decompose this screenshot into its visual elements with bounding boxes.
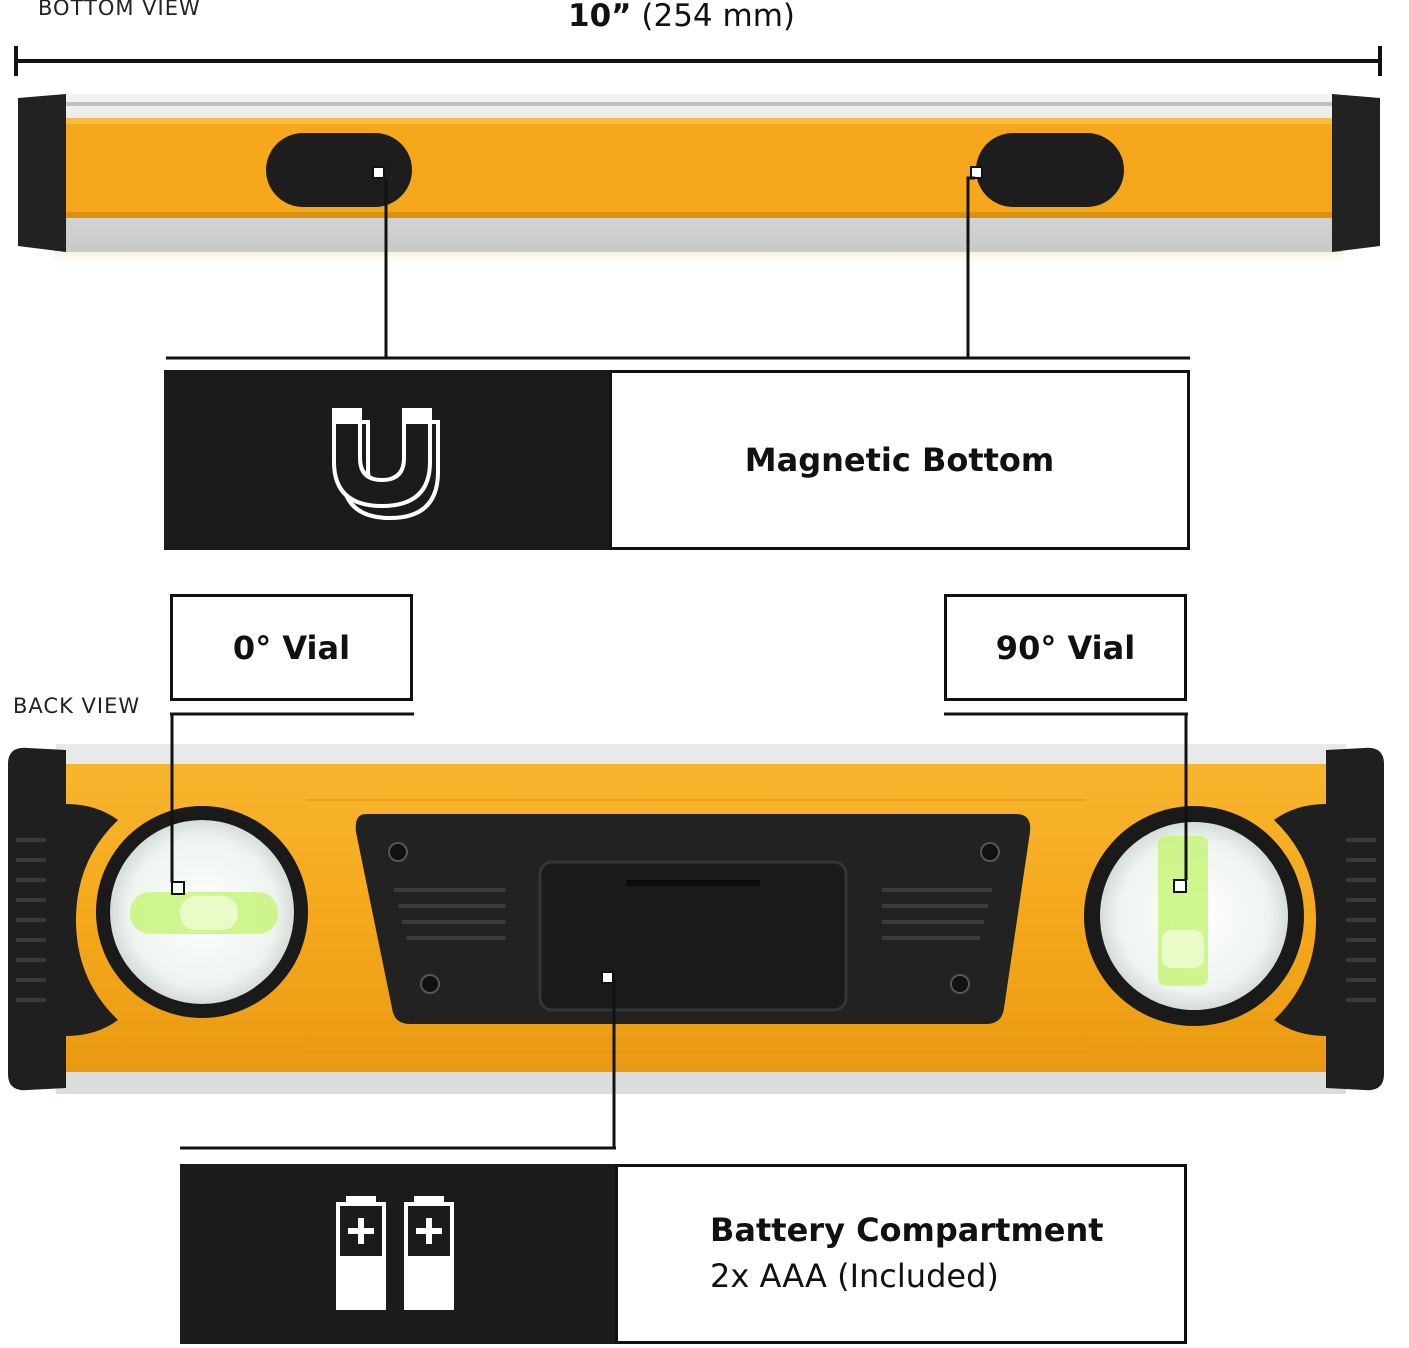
back-view-label: BACK VIEW bbox=[13, 694, 141, 718]
vial-90-box: 90° Vial bbox=[944, 594, 1187, 701]
magnet-icon-panel bbox=[164, 370, 612, 550]
battery-label-box: Battery Compartment 2x AAA (Included) bbox=[615, 1164, 1187, 1344]
battery-icon bbox=[334, 1196, 464, 1312]
level-bottom-view bbox=[14, 88, 1384, 268]
dimension-imperial: 10” bbox=[568, 0, 632, 34]
magnetic-bottom-label-box: Magnetic Bottom bbox=[609, 370, 1190, 550]
bottom-view-label: BOTTOM VIEW bbox=[38, 0, 201, 20]
vial-0-title: 0° Vial bbox=[232, 628, 351, 667]
dimension-line bbox=[14, 44, 1384, 78]
battery-title: Battery Compartment bbox=[710, 1211, 1104, 1249]
battery-subtitle: 2x AAA (Included) bbox=[710, 1257, 999, 1295]
magnet-leader-lines bbox=[160, 170, 1200, 370]
battery-icon-panel bbox=[180, 1164, 618, 1344]
dimension-label: 10” (254 mm) bbox=[568, 0, 795, 34]
vial-leader-lines bbox=[160, 700, 1200, 1160]
level-back-view bbox=[6, 740, 1386, 1110]
magnetic-bottom-title: Magnetic Bottom bbox=[744, 441, 1055, 479]
vial-90-title: 90° Vial bbox=[995, 628, 1136, 667]
dimension-metric: (254 mm) bbox=[641, 0, 795, 34]
vial-0-box: 0° Vial bbox=[170, 594, 413, 701]
magnet-icon bbox=[328, 400, 448, 520]
